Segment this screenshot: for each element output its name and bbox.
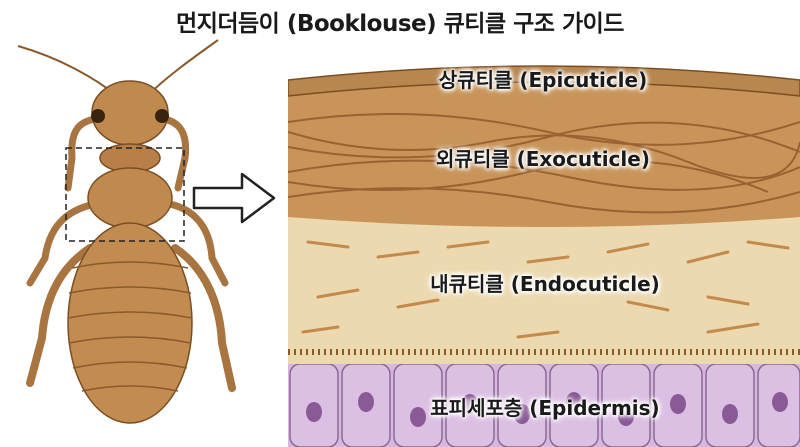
endocuticle-fibers xyxy=(301,240,790,339)
hind-right-leg xyxy=(171,244,236,392)
booklouse-illustration xyxy=(17,39,236,424)
epicuticle-layer xyxy=(288,65,800,97)
hind-left-leg xyxy=(26,244,94,387)
cell-nuclei xyxy=(306,392,788,427)
middle-right-leg xyxy=(161,199,229,287)
insect-abdomen xyxy=(67,222,193,424)
label-exocuticle: 외큐티클 (Exocuticle) xyxy=(436,147,650,171)
label-epidermis: 표피세포층 (Epidermis) xyxy=(430,396,660,420)
page-title: 먼지더듬이 (Booklouse) 큐티클 구조 가이드 xyxy=(176,11,624,37)
label-epicuticle: 상큐티클 (Epicuticle) xyxy=(438,68,648,92)
cuticle-cross-section xyxy=(288,65,800,447)
arrow-right-icon xyxy=(192,172,276,224)
label-endocuticle: 내큐티클 (Endocuticle) xyxy=(430,272,660,296)
insect-thorax xyxy=(87,167,173,229)
selection-box xyxy=(65,147,185,242)
right-eye xyxy=(155,109,169,123)
endocuticle-layer xyxy=(288,202,800,364)
exocuticle-fibers xyxy=(288,113,800,214)
left-eye xyxy=(91,109,105,123)
